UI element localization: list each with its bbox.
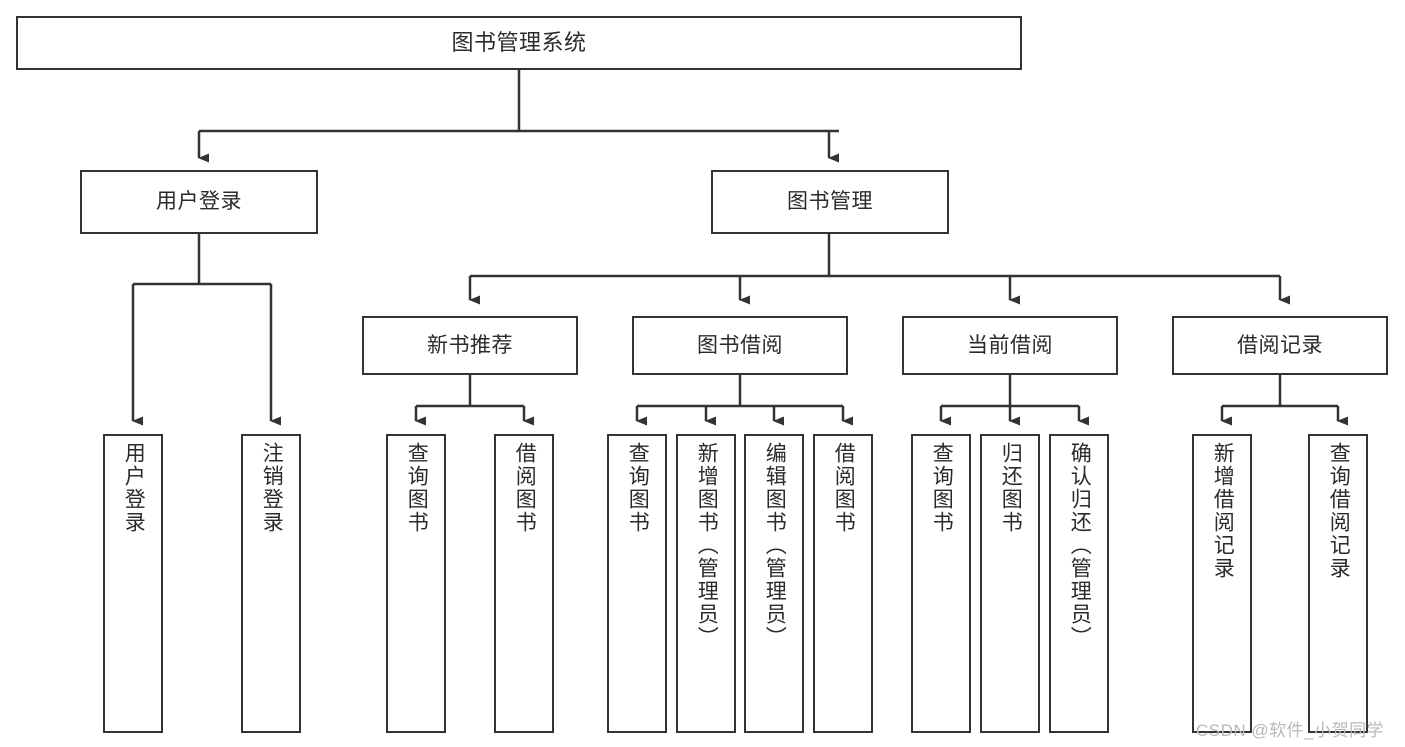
node-label: 图书管理 xyxy=(787,190,873,214)
node-label: 新增图书（管理员） xyxy=(695,442,719,649)
node-label: 查询图书 xyxy=(930,442,954,534)
leaf-book-borrow-edit-book[interactable]: 编辑图书（管理员） xyxy=(744,434,804,733)
leaf-current-borrow-confirm-return[interactable]: 确认归还（管理员） xyxy=(1049,434,1109,733)
node-label: 查询借阅记录 xyxy=(1327,442,1351,580)
node-user-login[interactable]: 用户登录 xyxy=(80,170,318,234)
node-label: 注销登录 xyxy=(260,442,284,534)
node-borrow-record[interactable]: 借阅记录 xyxy=(1172,316,1388,375)
node-label: 图书借阅 xyxy=(697,333,783,357)
leaf-current-borrow-query-book[interactable]: 查询图书 xyxy=(911,434,971,733)
node-label: 借阅图书 xyxy=(513,442,537,534)
node-label: 用户登录 xyxy=(156,190,242,214)
leaf-book-borrow-query-book[interactable]: 查询图书 xyxy=(607,434,667,733)
node-label: 新增借阅记录 xyxy=(1211,442,1235,580)
node-label: 确认归还（管理员） xyxy=(1068,442,1092,649)
node-new-book-recommend[interactable]: 新书推荐 xyxy=(362,316,578,375)
leaf-book-borrow-add-book[interactable]: 新增图书（管理员） xyxy=(676,434,736,733)
watermark: CSDN @软件_小贺同学 xyxy=(1196,721,1385,740)
leaf-borrow-record-query-record[interactable]: 查询借阅记录 xyxy=(1308,434,1368,733)
leaf-user-login-login[interactable]: 用户登录 xyxy=(103,434,163,733)
node-label: 当前借阅 xyxy=(967,333,1053,357)
node-book-management[interactable]: 图书管理 xyxy=(711,170,949,234)
leaf-borrow-record-add-record[interactable]: 新增借阅记录 xyxy=(1192,434,1252,733)
node-label: 借阅记录 xyxy=(1237,333,1323,357)
leaf-current-borrow-return-book[interactable]: 归还图书 xyxy=(980,434,1040,733)
node-book-borrow[interactable]: 图书借阅 xyxy=(632,316,848,375)
node-label: 查询图书 xyxy=(405,442,429,534)
leaf-user-login-logout[interactable]: 注销登录 xyxy=(241,434,301,733)
leaf-new-book-borrow-book[interactable]: 借阅图书 xyxy=(494,434,554,733)
node-label: 编辑图书（管理员） xyxy=(763,442,787,649)
node-current-borrow[interactable]: 当前借阅 xyxy=(902,316,1118,375)
node-label: 新书推荐 xyxy=(427,333,513,357)
node-label: 归还图书 xyxy=(999,442,1023,534)
node-label: 用户登录 xyxy=(122,442,146,534)
node-label: 借阅图书 xyxy=(832,442,856,534)
node-label: 图书管理系统 xyxy=(451,29,587,55)
node-root[interactable]: 图书管理系统 xyxy=(16,16,1022,70)
leaf-book-borrow-borrow-book[interactable]: 借阅图书 xyxy=(813,434,873,733)
node-label: 查询图书 xyxy=(626,442,650,534)
leaf-new-book-query-book[interactable]: 查询图书 xyxy=(386,434,446,733)
